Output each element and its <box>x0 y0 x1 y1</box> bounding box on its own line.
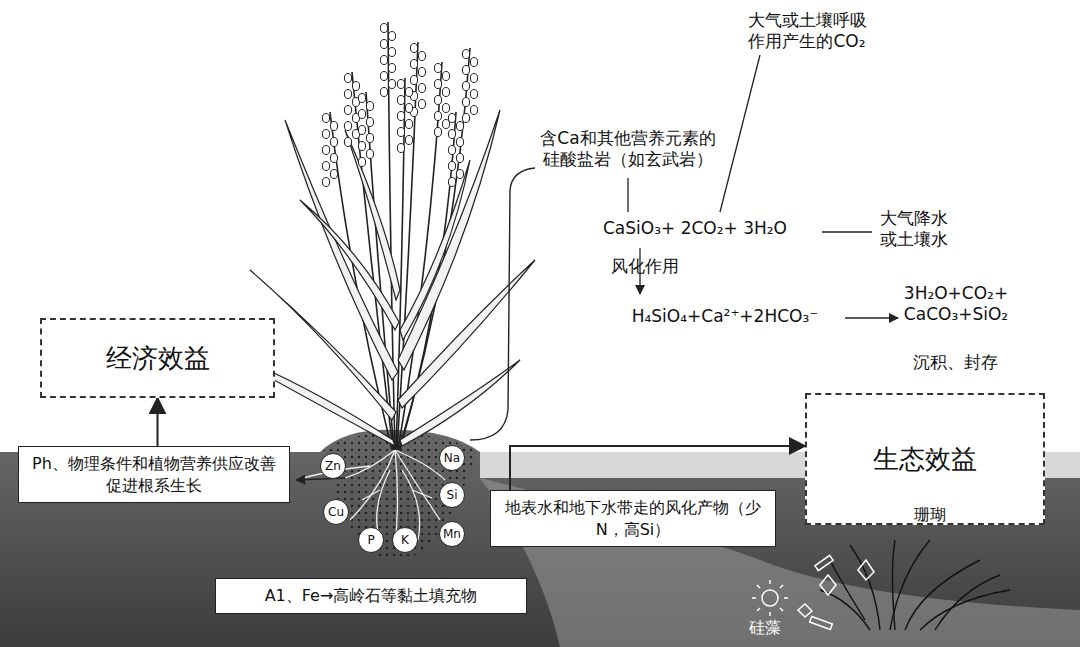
node-text: Mn <box>443 527 461 541</box>
equation: H₄SiO₄+Ca²⁺+2HCO₃⁻ <box>600 306 850 327</box>
node-text: A1、Fe→高岭石等黏土填充物 <box>265 585 478 607</box>
node-text: 地表水和地下水带走的风化产物（少N，高Si） <box>499 497 767 540</box>
element-circle: Mn <box>439 521 465 547</box>
element-circle: Zn <box>320 453 346 479</box>
process-label: 沉积、封存 <box>905 352 1005 373</box>
co2-label: 大气或土壤呼吸作用产生的CO₂ <box>742 10 872 53</box>
node-text: P <box>367 533 374 547</box>
element-circle: Si <box>439 482 465 508</box>
node-text: 生态效益 <box>873 442 977 477</box>
coral <box>820 540 1010 630</box>
element-circle: K <box>392 527 418 553</box>
element-circle: P <box>358 527 384 553</box>
soil-mound <box>322 434 478 560</box>
process-box: A1、Fe→高岭石等黏土填充物 <box>215 578 527 614</box>
rock-label: 含Ca和其他营养元素的硅酸盐岩（如玄武岩） <box>535 128 721 171</box>
node-text: Si <box>447 488 458 502</box>
coral-label: 珊瑚 <box>905 505 955 525</box>
chemistry-lines <box>628 55 898 318</box>
equation: 3H₂O+CO₂+ CaCO₃+SiO₂ <box>900 283 1012 326</box>
grain-heads <box>322 24 477 187</box>
node-text: Zn <box>325 459 341 473</box>
root-arrow <box>296 478 345 480</box>
node-text: 经济效益 <box>106 341 210 376</box>
element-circle: Na <box>439 445 465 471</box>
node-text: Cu <box>328 505 344 519</box>
bracket-line <box>470 168 535 440</box>
node-text: K <box>401 533 409 547</box>
process-label: 风化作用 <box>600 256 690 277</box>
connector-arrow <box>510 446 805 490</box>
equation: CaSiO₃+ 2CO₂+ 3H₂O <box>560 218 830 239</box>
benefit-box: 经济效益 <box>40 318 275 398</box>
element-circle: Cu <box>323 499 349 525</box>
water-label: 大气降水或土壤水 <box>876 208 952 251</box>
process-box: 地表水和地下水带走的风化产物（少N，高Si） <box>490 490 776 547</box>
ground <box>0 430 1080 647</box>
process-box: Ph、物理条件和植物营养供应改善促进根系生长 <box>18 446 290 503</box>
node-text: Na <box>444 451 460 465</box>
plant-stalks <box>330 22 470 450</box>
connector-arrow <box>157 398 159 446</box>
diatom-label: 硅藻 <box>740 618 790 638</box>
node-text: Ph、物理条件和植物营养供应改善促进根系生长 <box>27 453 281 496</box>
